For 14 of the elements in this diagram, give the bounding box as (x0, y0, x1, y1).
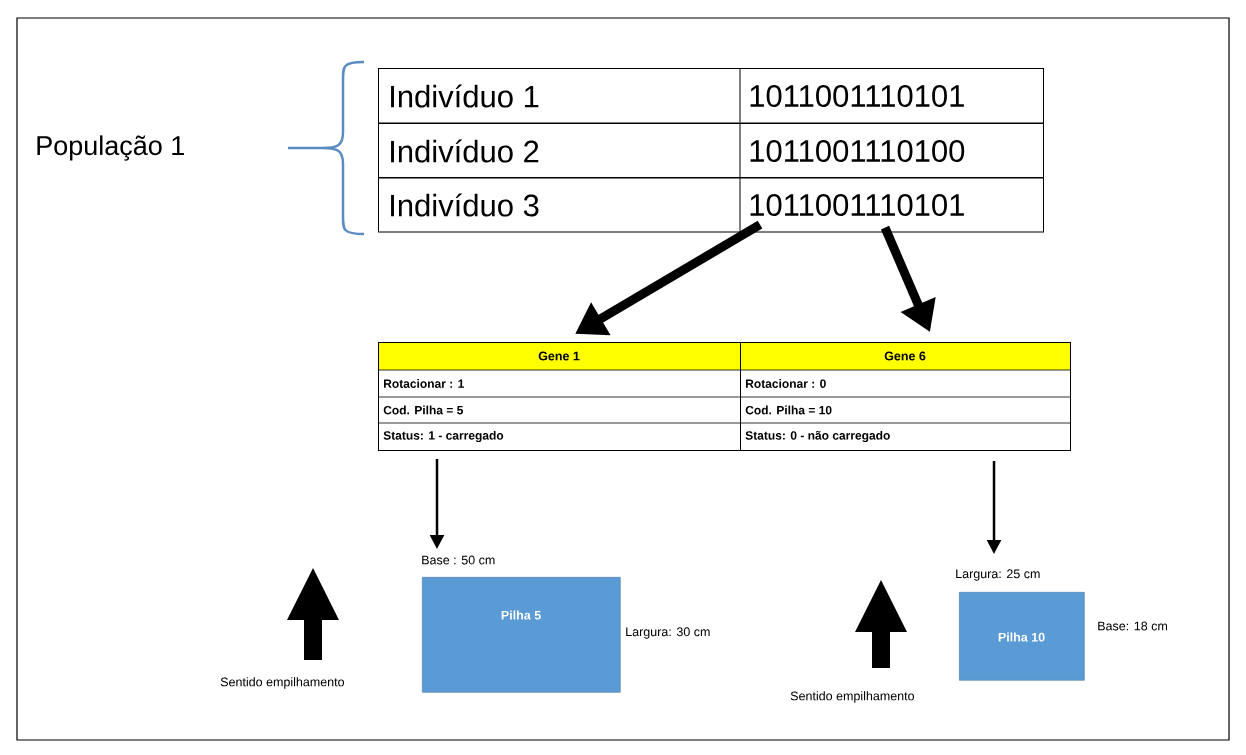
table-row: Indivíduo 3 1011001110101 (378, 176, 1044, 233)
dimension-label: Largura: 30 cm (626, 627, 710, 639)
population-label: População 1 (37, 135, 184, 161)
stack-block: Pilha 10 (959, 592, 1085, 681)
gene-table: Gene 1 Rotacionar : 1 Cod. Pilha = 5 Status: 1 - carregado (377, 342, 741, 451)
dimension-label: Base : 50 cm (422, 555, 495, 565)
direction-label: Sentido empilhamento (790, 691, 915, 703)
dimension-label: Largura: 25 cm (956, 569, 1040, 581)
dimension-label: Base: 18 cm (1098, 621, 1167, 631)
table-row: Indivíduo 1 1011001110101 (378, 67, 1044, 124)
stack-block: Pilha 5 (422, 577, 621, 693)
gene-table: Gene 6 Rotacionar : 0 Cod. Pilha = 10 Status: 0 - não carregado (739, 342, 1071, 451)
table-row: Indivíduo 2 1011001110100 (378, 122, 1044, 179)
direction-label: Sentido empilhamento (220, 677, 345, 689)
